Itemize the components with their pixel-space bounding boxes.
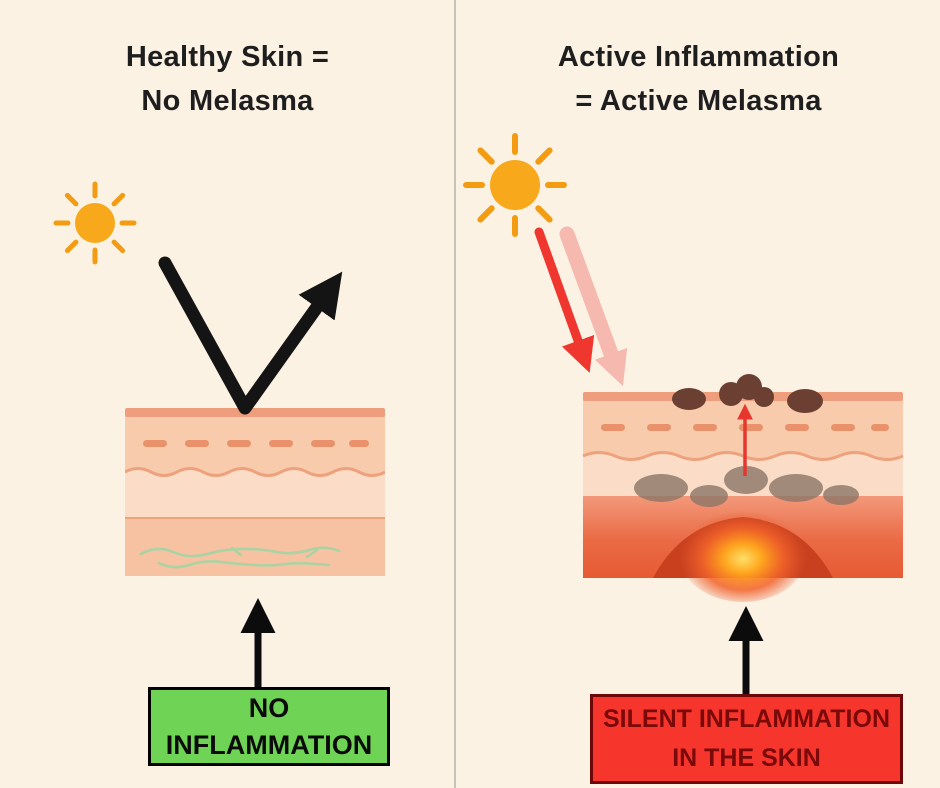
uv-penetrate-arrow: [534, 226, 628, 387]
healthy-skin-layers: [125, 408, 385, 576]
right-panel-title: Active Inflammation = Active Melasma: [457, 36, 940, 123]
no-inflammation-arrow: [240, 598, 276, 688]
right-title-line-2: = Active Melasma: [575, 84, 822, 117]
deep-pigment-blobs: [634, 466, 859, 507]
healthy-vein-lines: [139, 546, 341, 569]
silent-inflammation-label-line-1: SILENT INFLAMMATION: [603, 705, 890, 734]
inflammation-glow: [679, 506, 807, 602]
inflamed-skin-layers: [582, 374, 904, 602]
uv-ray-pink: [559, 226, 628, 387]
panel-divider: [454, 0, 456, 788]
silent-inflammation-label: SILENT INFLAMMATION IN THE SKIN: [590, 694, 903, 784]
silent-inflammation-arrow: [728, 606, 764, 696]
left-title-line-2: No Melasma: [141, 84, 314, 117]
no-inflammation-label-line-1: NO: [248, 693, 290, 724]
right-title-line-1: Active Inflammation: [557, 41, 840, 74]
sun-icon: [53, 181, 137, 265]
uv-reflect-arrow: [158, 256, 343, 415]
left-title-line-1: Healthy Skin =: [125, 41, 330, 74]
skin-cell-dashes: [143, 440, 369, 447]
no-inflammation-label: NO INFLAMMATION: [148, 687, 390, 766]
left-panel-title: Healthy Skin = No Melasma: [0, 36, 455, 123]
sun-icon: [463, 133, 567, 237]
melasma-spots: [672, 374, 823, 413]
skin-cell-dashes: [601, 424, 889, 431]
no-inflammation-label-line-2: INFLAMMATION: [165, 729, 373, 760]
silent-inflammation-label-line-2: IN THE SKIN: [672, 744, 821, 772]
uv-ray-red: [534, 227, 595, 373]
